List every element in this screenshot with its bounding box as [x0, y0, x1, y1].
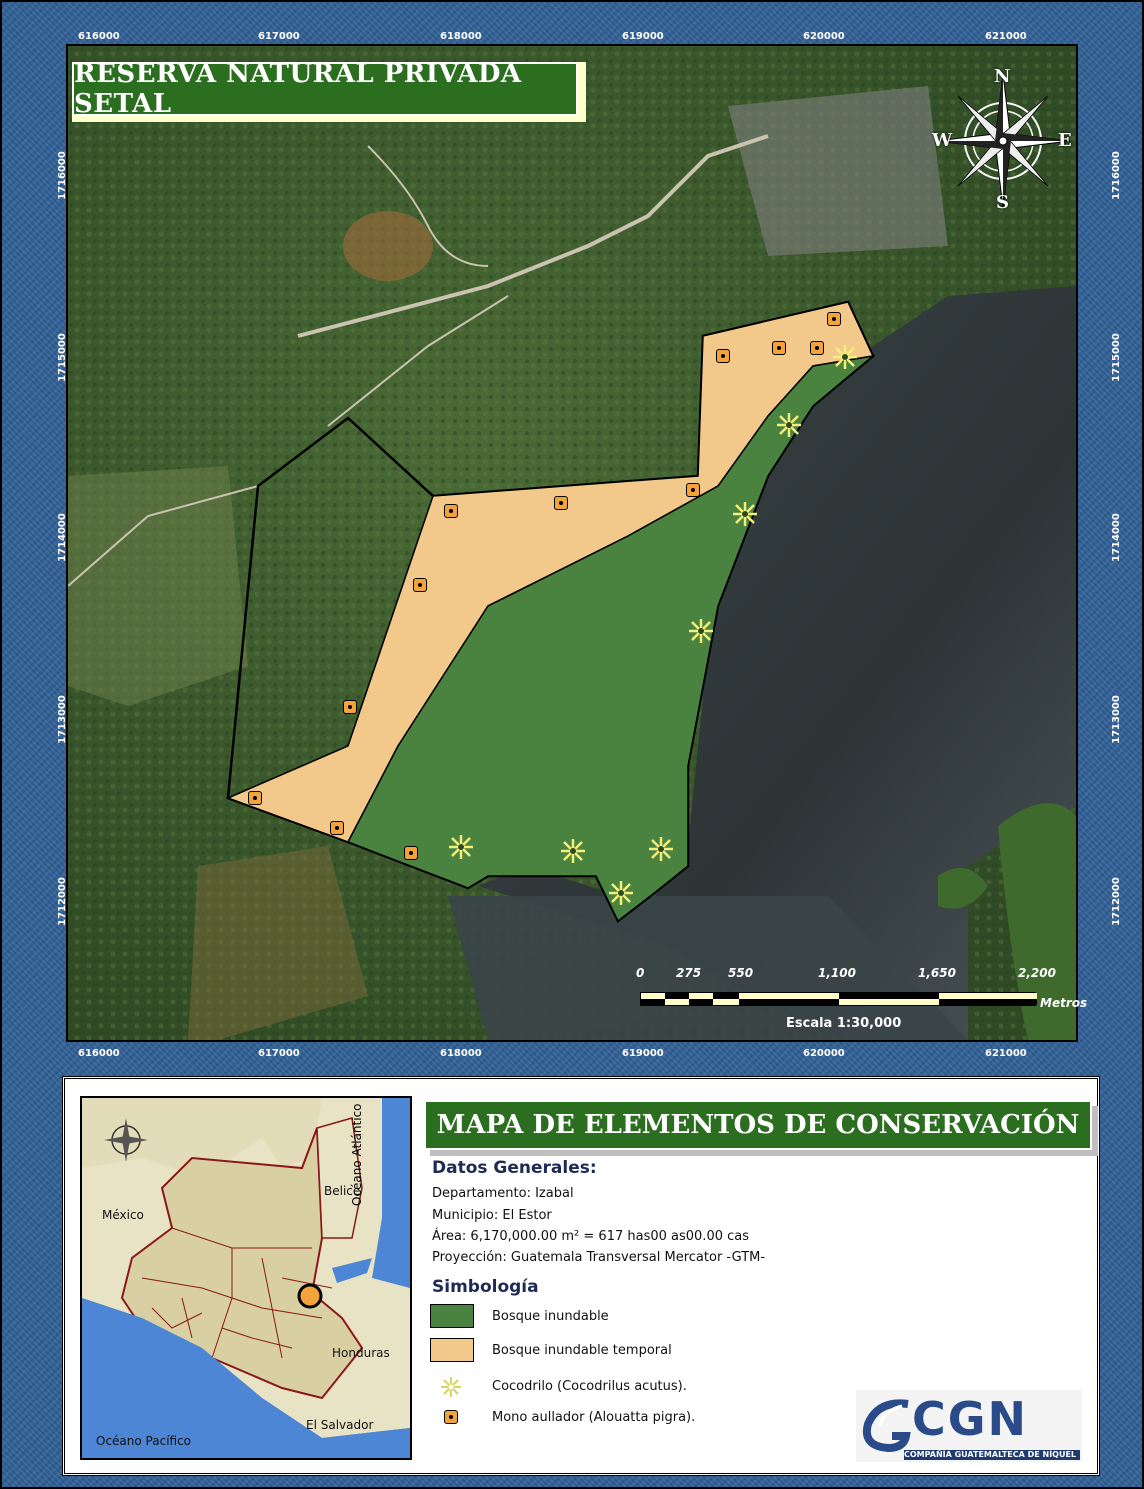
scale-tick-0: 0 — [636, 966, 645, 980]
scale-tick-1650: 1,650 — [918, 966, 956, 980]
monkey-marker[interactable] — [827, 312, 841, 326]
satellite-map[interactable] — [66, 44, 1078, 1042]
compass-s: S — [996, 192, 1009, 213]
scale-bar-graphic — [640, 992, 1037, 1006]
y-coord-right-4: 1713000 — [1110, 695, 1122, 744]
cgn-logo-subtitle: COMPAÑÍA GUATEMALTECA DE NÍQUEL — [904, 1450, 1080, 1460]
scale-tick-1100: 1,100 — [818, 966, 856, 980]
elements-map-title: MAPA DE ELEMENTOS DE CONSERVACIÓN — [424, 1100, 1092, 1150]
legend-label-cocodrilo: Cocodrilo (Cocodrilus acutus). — [492, 1379, 687, 1394]
datos-generales-title: Datos Generales: — [432, 1158, 597, 1178]
scale-tick-275: 275 — [676, 966, 702, 980]
monkey-marker[interactable] — [772, 341, 786, 355]
scale-tick-2200: 2,200 — [1018, 966, 1056, 980]
wetland-field — [188, 846, 368, 1040]
compass-n: N — [994, 66, 1011, 87]
compass-w: W — [932, 130, 953, 151]
departamento-text: Departamento: Izabal — [432, 1186, 574, 1201]
cgn-logo-icon — [863, 1399, 911, 1453]
secondary-road — [68, 485, 259, 587]
simbologia-title: Simbología — [432, 1277, 539, 1297]
monkey-marker[interactable] — [413, 578, 427, 592]
inset-label-salvador: El Salvador — [306, 1418, 374, 1432]
legend-label-mono: Mono aullador (Alouatta pigra). — [492, 1410, 696, 1425]
compass-e: E — [1058, 130, 1072, 151]
crocodile-marker[interactable] — [732, 501, 758, 527]
lake-izabal — [478, 286, 1076, 1040]
legend-item-bosque-temporal — [430, 1337, 474, 1363]
y-coord-right-2: 1715000 — [1110, 333, 1122, 382]
scale-ratio: Escala 1:30,000 — [786, 1016, 902, 1031]
crocodile-star-icon — [440, 1376, 462, 1398]
legend-label-bosque-temporal: Bosque inundable temporal — [492, 1343, 672, 1358]
inset-label-honduras: Honduras — [332, 1346, 390, 1360]
inset-label-mexico: México — [102, 1208, 144, 1222]
inset-label-atlantico: Océano Atlántico — [350, 1103, 364, 1206]
legend-label-bosque-inundable: Bosque inundable — [492, 1309, 609, 1324]
area-text: Área: 6,170,000.00 m² = 617 has00 as00.0… — [432, 1229, 750, 1244]
crocodile-marker[interactable] — [688, 618, 714, 644]
title-box: RESERVA NATURAL PRIVADA SETAL — [72, 59, 586, 122]
pasture-field — [68, 466, 248, 706]
bosque-inundable-zone[interactable] — [346, 354, 876, 923]
y-coord-right-5: 1712000 — [1110, 877, 1122, 926]
monkey-marker[interactable] — [810, 341, 824, 355]
crocodile-marker[interactable] — [608, 880, 634, 906]
compass-rose-icon: N S W E — [928, 66, 1078, 216]
location-marker — [297, 1283, 323, 1309]
monkey-marker[interactable] — [248, 791, 262, 805]
x-coord-bottom-2: 617000 — [258, 1048, 300, 1059]
monkey-marker[interactable] — [686, 483, 700, 497]
x-coord-bottom-1: 616000 — [78, 1048, 120, 1059]
cgn-logo-text: CGN — [912, 1392, 1029, 1446]
inset-location-map[interactable]: México Belice Océano Atlántico Honduras … — [80, 1096, 412, 1460]
legend-item-bosque-inundable — [430, 1303, 474, 1329]
main-road — [297, 134, 769, 338]
x-coord-top-1: 616000 — [78, 31, 120, 42]
industrial-plant — [728, 86, 948, 256]
x-coord-top-5: 620000 — [803, 31, 845, 42]
scale-bar: 0 275 550 1,100 1,650 2,200 Metros Escal… — [636, 966, 1088, 1036]
x-coord-top-4: 619000 — [622, 31, 664, 42]
y-coord-right-1: 1716000 — [1110, 151, 1122, 200]
y-coord-right-3: 1714000 — [1110, 513, 1122, 562]
inset-label-belice: Belice — [324, 1184, 361, 1198]
monkey-marker[interactable] — [444, 504, 458, 518]
municipio-text: Municipio: El Estor — [432, 1208, 552, 1223]
crocodile-marker[interactable] — [448, 834, 474, 860]
inset-canvas — [82, 1098, 410, 1458]
crocodile-marker[interactable] — [776, 412, 802, 438]
peninsula — [998, 803, 1076, 1040]
x-coord-top-2: 617000 — [258, 31, 300, 42]
map-canvas — [68, 46, 1076, 1040]
monkey-dot-icon — [444, 1410, 458, 1424]
map-title: RESERVA NATURAL PRIVADA SETAL — [72, 59, 578, 119]
crocodile-marker[interactable] — [648, 836, 674, 862]
monkey-marker[interactable] — [716, 349, 730, 363]
x-coord-bottom-6: 621000 — [985, 1048, 1027, 1059]
x-coord-bottom-4: 619000 — [622, 1048, 664, 1059]
bare-soil — [343, 211, 433, 281]
cgn-logo: CGN COMPAÑÍA GUATEMALTECA DE NÍQUEL — [856, 1390, 1082, 1462]
crocodile-marker[interactable] — [560, 838, 586, 864]
scale-tick-550: 550 — [728, 966, 754, 980]
tan-swatch — [430, 1338, 474, 1362]
scale-units: Metros — [1040, 996, 1088, 1010]
monkey-marker[interactable] — [343, 700, 357, 714]
monkey-marker[interactable] — [554, 496, 568, 510]
green-swatch — [430, 1304, 474, 1328]
x-coord-bottom-3: 618000 — [440, 1048, 482, 1059]
proyeccion-text: Proyección: Guatemala Transversal Mercat… — [432, 1250, 766, 1265]
inset-label-pacifico: Océano Pacífico — [96, 1434, 192, 1448]
x-coord-top-3: 618000 — [440, 31, 482, 42]
monkey-marker[interactable] — [330, 821, 344, 835]
x-coord-top-6: 621000 — [985, 31, 1027, 42]
x-coord-bottom-5: 620000 — [803, 1048, 845, 1059]
monkey-marker[interactable] — [404, 846, 418, 860]
crocodile-marker[interactable] — [832, 344, 858, 370]
